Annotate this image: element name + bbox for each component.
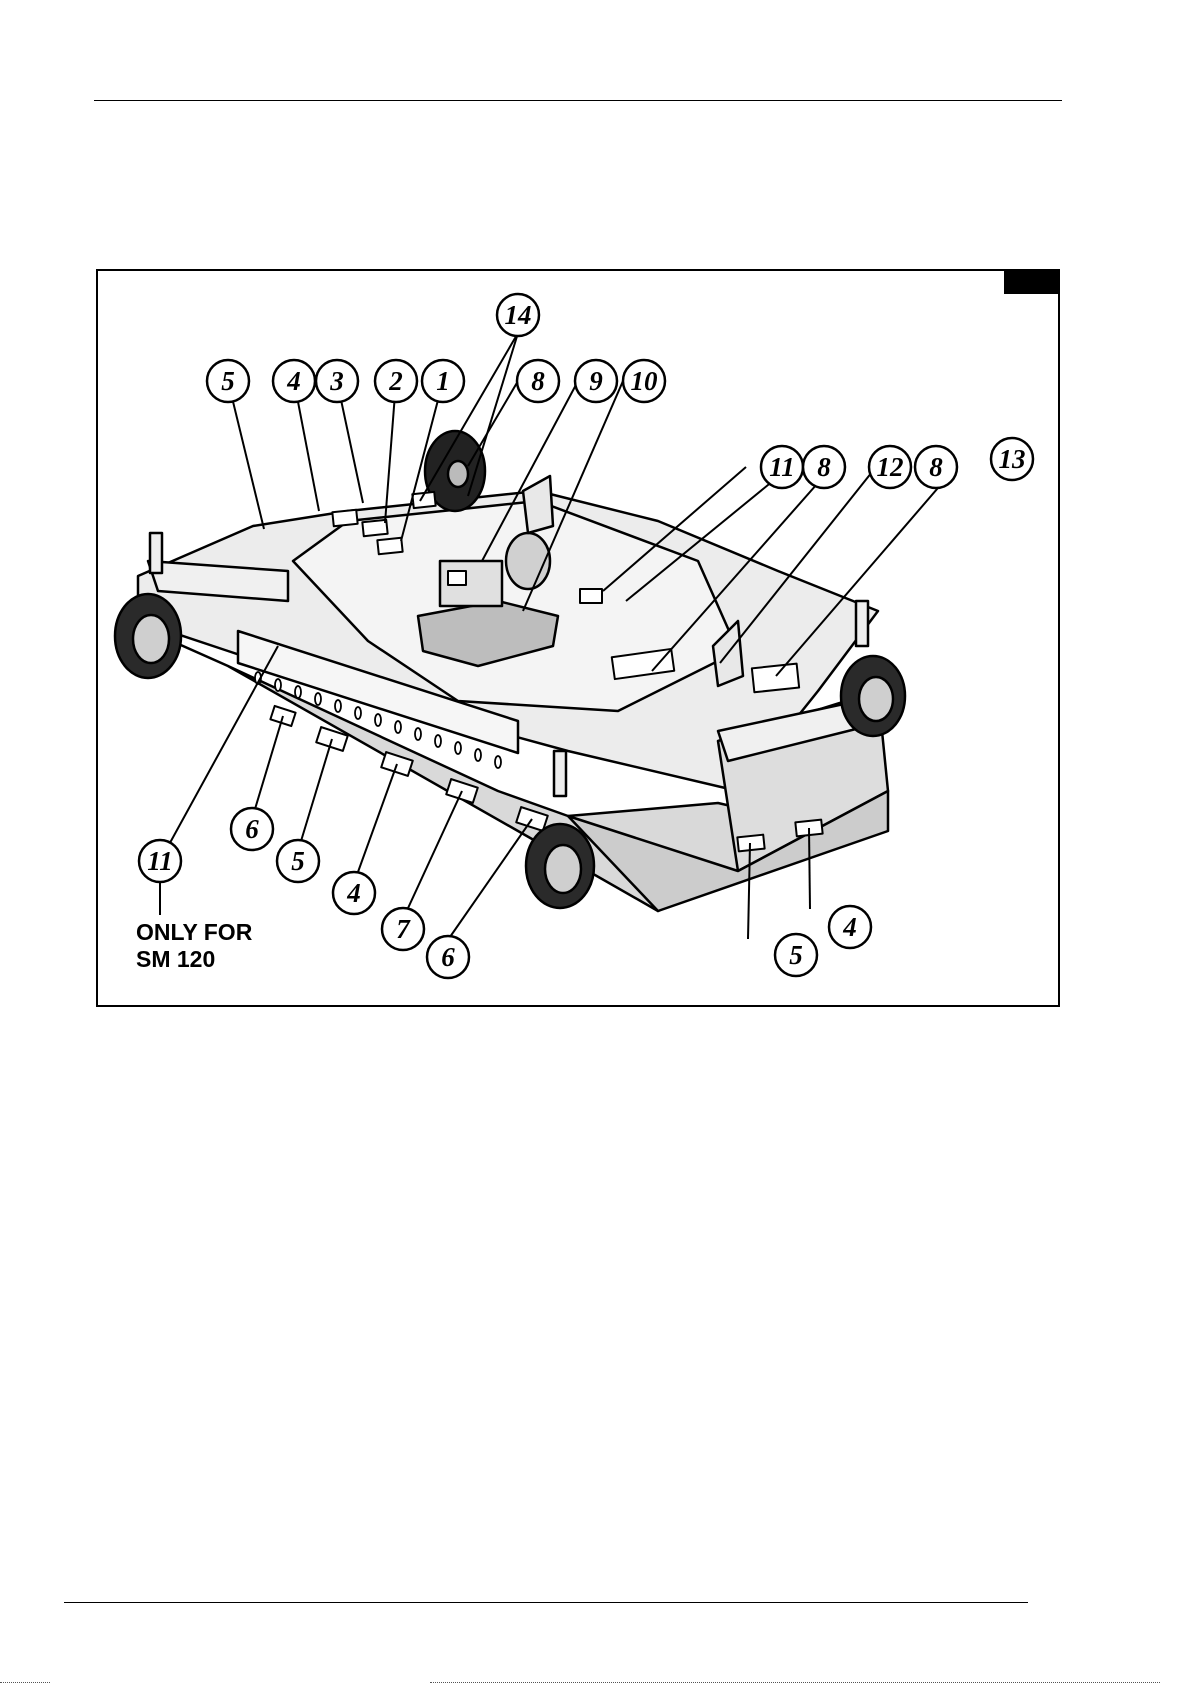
callout-8b: 8 [803,446,845,488]
callout-11a: 11 [761,446,803,488]
callout-number: 5 [291,846,305,876]
callout-number: 8 [817,452,831,482]
callout-6a: 6 [231,808,273,850]
callout-1: 1 [422,360,464,402]
callout-number: 6 [441,942,455,972]
bolt [355,707,361,719]
left-hitch-bracket [523,476,553,533]
model-note: ONLY FOR SM 120 [136,919,252,973]
bolt [415,728,421,740]
bolt [395,721,401,733]
callout-number: 10 [631,366,659,396]
callout-8a: 8 [517,360,559,402]
callout-4b: 4 [333,872,375,914]
wheel-hub [859,677,893,721]
model-note-line2: SM 120 [136,946,252,973]
callout-number: 4 [842,912,857,942]
callout-number: 4 [286,366,301,396]
callout-6b: 6 [427,936,469,978]
leader-line [443,819,532,947]
leader-line [354,764,397,883]
callout-number: 3 [329,366,344,396]
decal [377,538,402,554]
leader-line [468,381,518,466]
callout-number: 7 [396,914,411,944]
bolt [455,742,461,754]
gearbox-input-shaft [506,533,550,589]
callout-number: 8 [531,366,545,396]
bolt [435,735,441,747]
scan-edge [0,1682,50,1683]
callout-number: 5 [221,366,235,396]
callout-number: 2 [388,366,403,396]
callout-number: 13 [999,444,1026,474]
callout-13: 13 [991,438,1033,480]
callout-14: 14 [497,294,539,336]
bolt [275,679,281,691]
callout-11b: 11 [139,840,181,882]
callout-5b: 5 [277,840,319,882]
callout-9: 9 [575,360,617,402]
bolt [335,700,341,712]
callout-5c: 5 [775,934,817,976]
leader-line [228,381,264,529]
callout-12: 12 [869,446,911,488]
header-rule [94,100,1062,101]
decal [737,835,764,852]
wheel-hub [545,845,581,893]
bolt [495,756,501,768]
leader-line [252,716,283,819]
callout-2: 2 [375,360,417,402]
decal [332,510,357,526]
callout-number: 14 [505,300,532,330]
decal [752,664,799,693]
wheel-left [115,594,181,678]
callout-3: 3 [316,360,358,402]
callout-number: 4 [346,878,361,908]
callout-number: 12 [877,452,904,482]
model-note-line1: ONLY FOR [136,919,252,946]
decal [362,520,387,536]
decal [580,589,602,603]
callout-number: 5 [789,940,803,970]
leader-line [809,828,810,909]
callout-number: 6 [245,814,259,844]
callout-number: 11 [769,452,795,482]
callout-8c: 8 [915,446,957,488]
callout-number: 1 [436,366,450,396]
wheel-hub [133,615,169,663]
scan-edge [430,1682,1160,1683]
footer-rule [64,1602,1028,1603]
callout-10: 10 [623,360,665,402]
bolt [375,714,381,726]
right-caster-post [856,601,868,646]
bolt [475,749,481,761]
bolt [295,686,301,698]
bolt [315,693,321,705]
belt-pulley-hub [448,461,468,487]
left-caster-post [150,533,162,573]
callout-number: 11 [147,846,173,876]
wheel-front [526,824,594,908]
front-caster-post [554,751,566,796]
callout-4c: 4 [829,906,871,948]
leader-line [298,739,332,851]
callout-number: 9 [589,366,603,396]
callout-7: 7 [382,908,424,950]
callout-4: 4 [273,360,315,402]
callout-number: 8 [929,452,943,482]
callout-5: 5 [207,360,249,402]
decal [448,571,466,585]
leader-line [403,791,462,919]
leader-line [468,333,518,496]
wheel-right [841,656,905,736]
